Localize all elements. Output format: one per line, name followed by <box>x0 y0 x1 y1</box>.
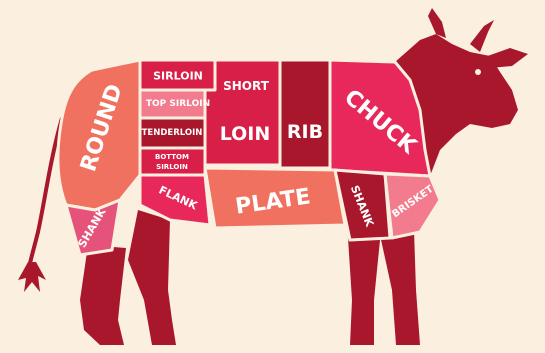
front-leg-back <box>348 238 380 345</box>
label-bottom-sirloin-1: BOTTOM <box>155 153 189 161</box>
label-loin: LOIN <box>220 123 271 145</box>
label-bottom-sirloin-2: SIRLOIN <box>156 163 188 171</box>
label-rib: RIB <box>287 121 323 143</box>
tail <box>28 118 62 272</box>
cut-short-loin <box>205 60 280 165</box>
label-top-sirloin: TOP SIRLOIN <box>146 99 210 109</box>
hind-leg-back <box>80 245 126 345</box>
label-sirloin: SIRLOIN <box>153 70 203 83</box>
label-short: SHORT <box>223 79 270 93</box>
horn-left <box>428 8 446 38</box>
cut-rib <box>280 60 330 168</box>
ear <box>482 48 528 68</box>
eye <box>475 69 481 75</box>
tail-tuft <box>18 262 46 292</box>
front-leg-front <box>380 230 420 345</box>
label-tenderloin: TENDERLOIN <box>142 128 203 138</box>
hind-leg-front <box>128 210 176 345</box>
horn-right <box>470 20 494 52</box>
